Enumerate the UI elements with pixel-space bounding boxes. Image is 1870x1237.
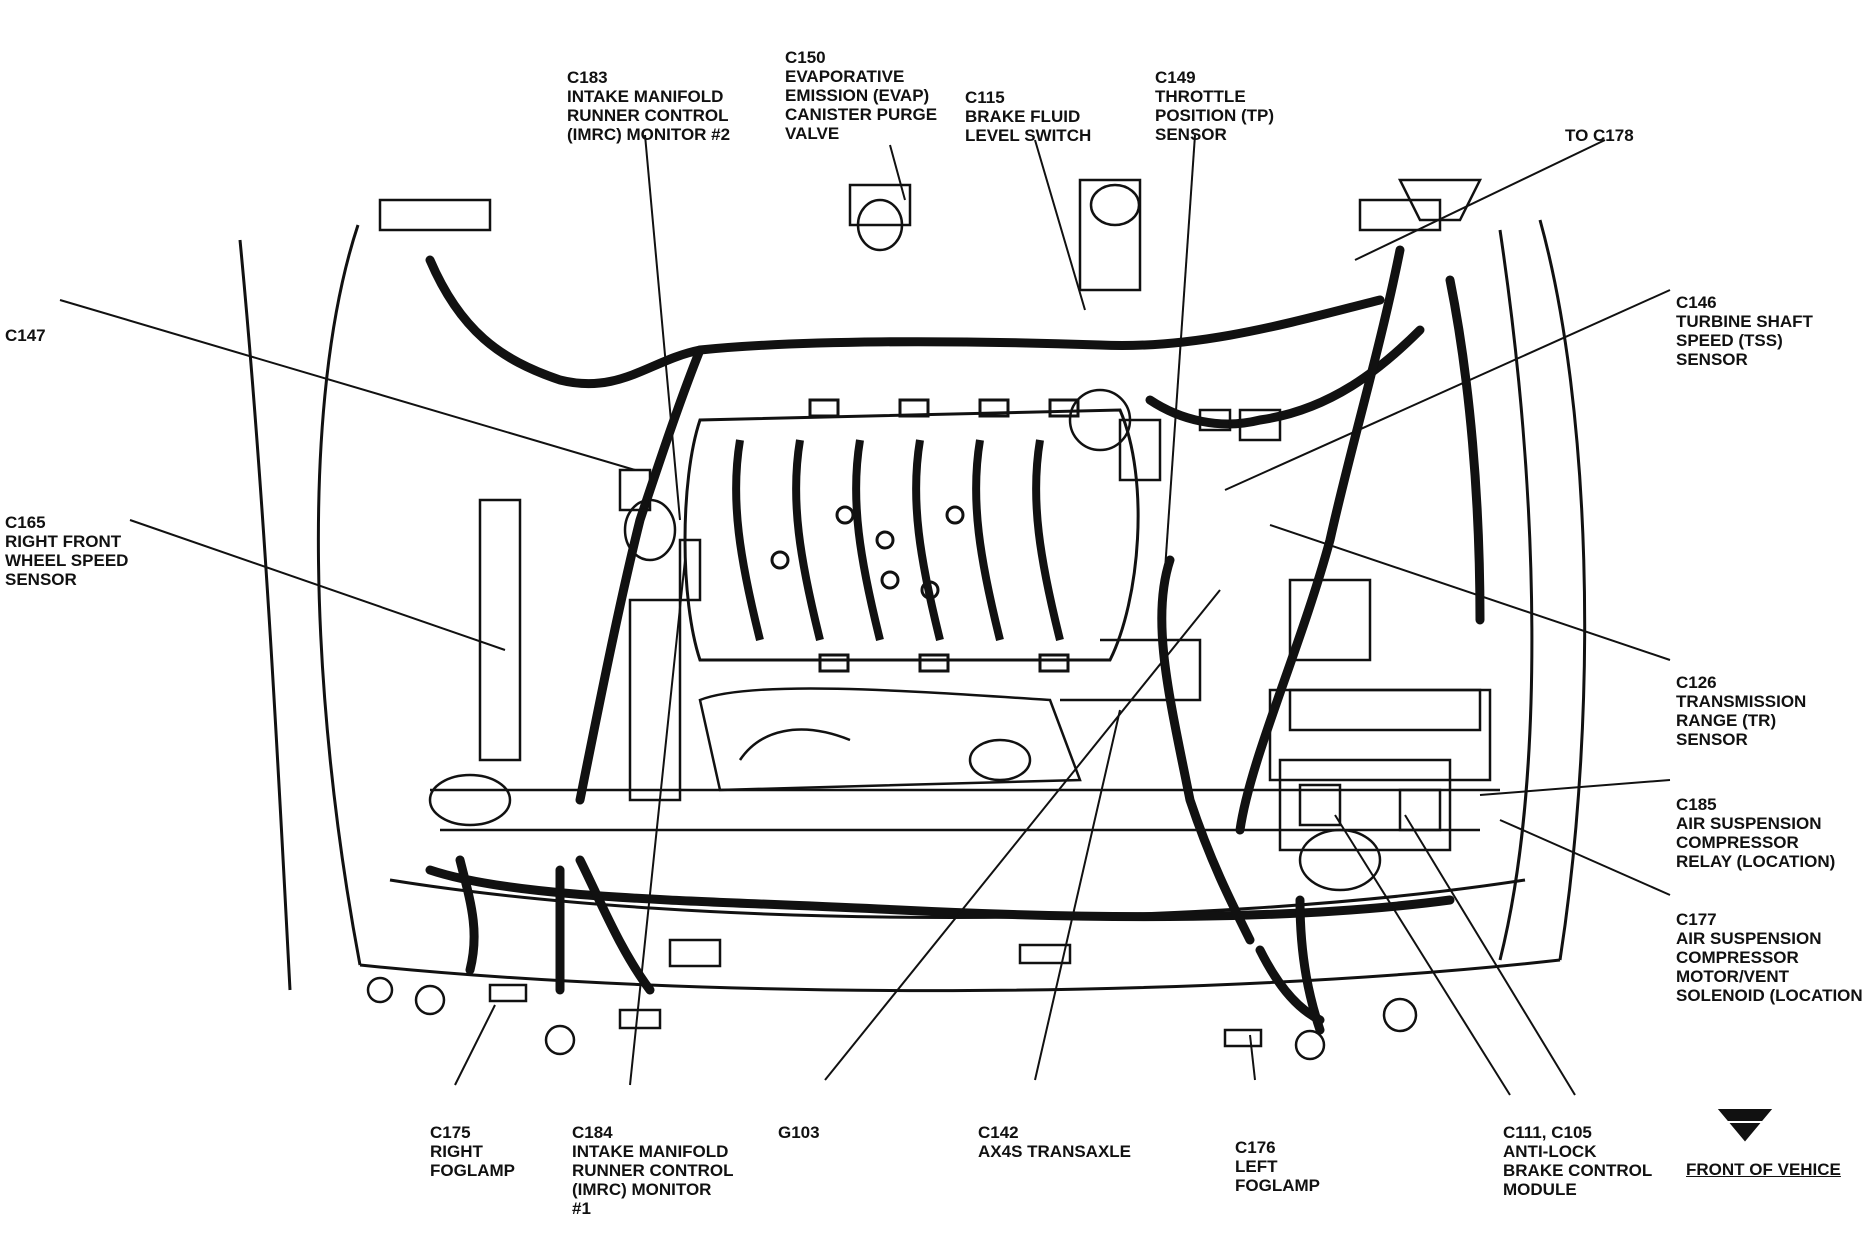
label-c147: C147 — [5, 326, 46, 345]
wiring-harness — [425, 245, 1485, 1035]
label-g103: G103 — [778, 1123, 820, 1142]
leader-lines — [59, 134, 1671, 1096]
down-chevron-arrow-icon — [1717, 1109, 1773, 1142]
connectors — [366, 178, 1483, 1061]
radiator-support — [430, 688, 1500, 852]
lower-engine — [428, 498, 1202, 827]
front-of-vehicle-label: FRONT OF VEHICE — [1686, 1160, 1841, 1179]
engine-wiring-diagram — [59, 134, 1773, 1142]
body-outline — [238, 219, 1587, 993]
intake-manifold — [683, 398, 1140, 673]
label-c178: TO C178 — [1565, 126, 1634, 145]
